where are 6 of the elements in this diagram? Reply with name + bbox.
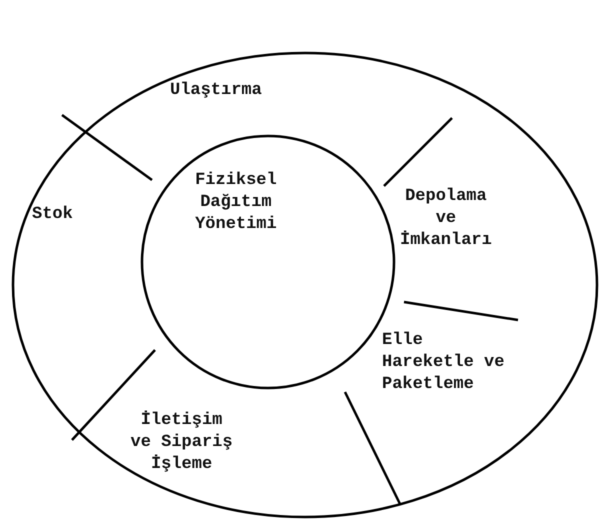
segment-label: Ulaştırma (170, 80, 292, 102)
segment-label: Stok (32, 204, 94, 226)
center-label: Fiziksel Dağıtım Yönetimi (190, 170, 282, 236)
segment-label: Depolama ve İmkanları (400, 186, 492, 252)
segment-label: Elle Hareketle ve Paketleme (382, 330, 515, 396)
segment-label: İletişim ve Sipariş İşleme (128, 410, 236, 476)
